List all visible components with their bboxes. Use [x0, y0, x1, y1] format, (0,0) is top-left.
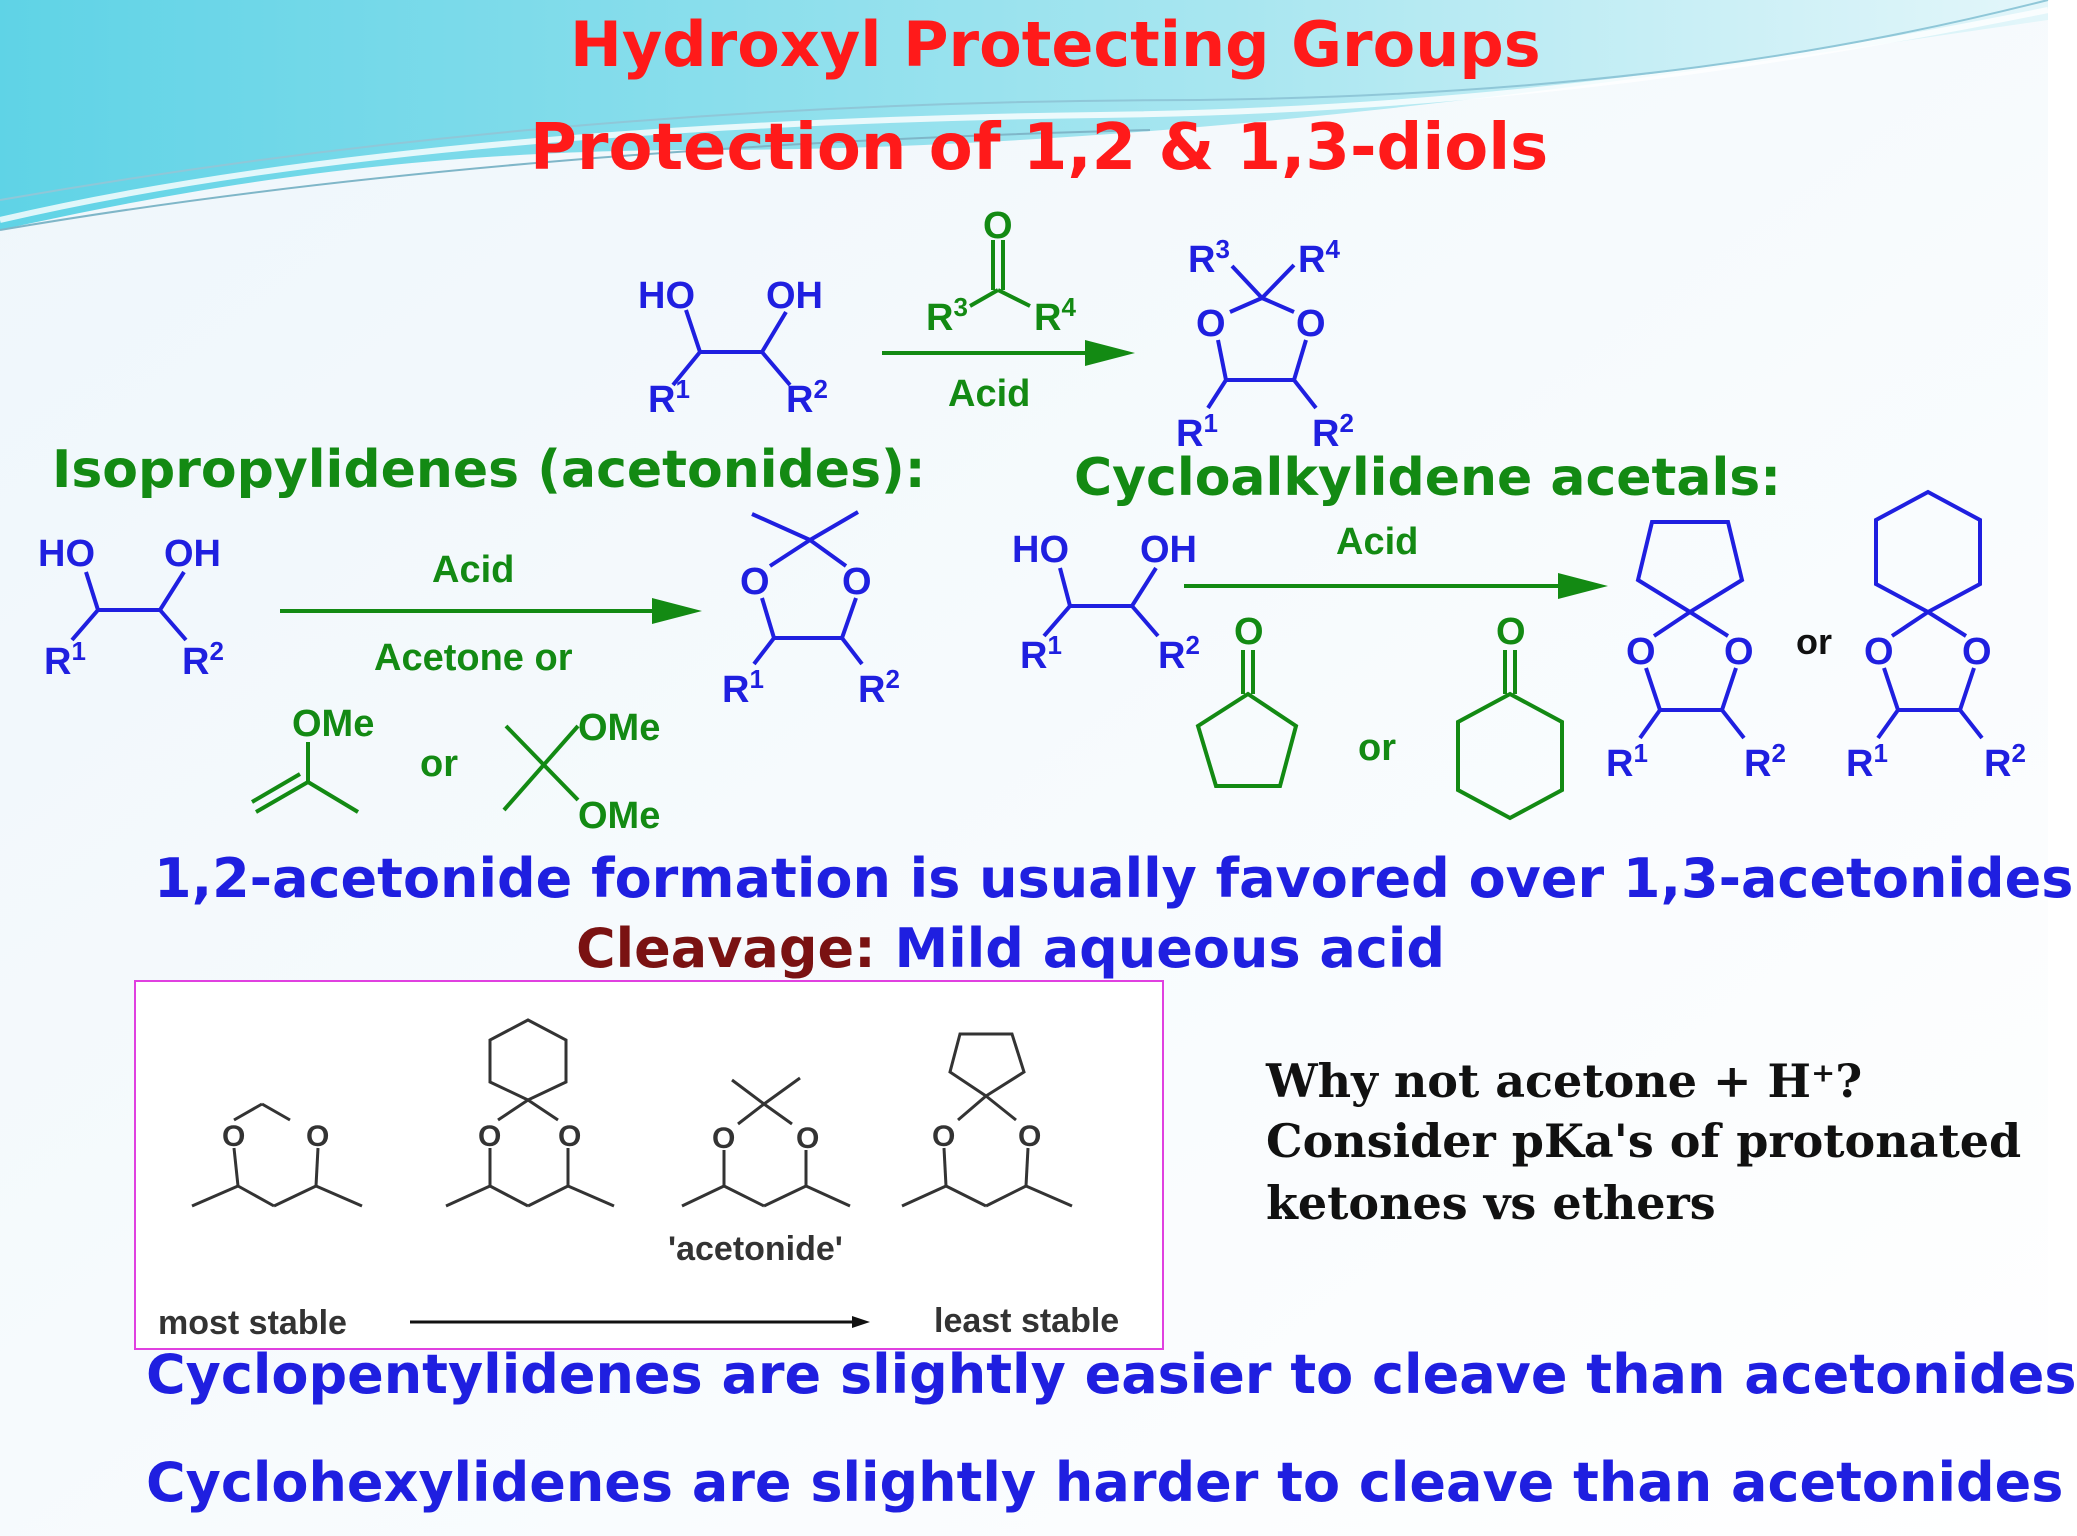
reagent-or: or [420, 743, 458, 785]
reagent-ome-2b: OMe [578, 795, 660, 837]
reagent-ome-2a: OMe [578, 707, 660, 749]
isopropylidene-heading: Isopropylidenes (acetonides): [52, 440, 926, 500]
top-diol [671, 309, 792, 387]
dioxane1-o-right: O [306, 1120, 329, 1153]
top-condition: Acid [948, 373, 1030, 415]
cyclopentanone-o: O [1234, 611, 1264, 653]
spiro5-o-right: O [1724, 631, 1754, 673]
dioxane1-o-left: O [222, 1120, 245, 1153]
cycloalkylidene-heading: Cycloalkylidene acetals: [1074, 448, 1782, 508]
cleavage-line: Cleavage: Mild aqueous acid [576, 922, 1445, 976]
cyclo-reagent-or: or [1358, 727, 1396, 769]
cyclo-diol-ho: HO [1012, 529, 1069, 571]
question-line-1: Why not acetone + H⁺? [1266, 1054, 1863, 1108]
slide-title: Hydroxyl Protecting Groups [570, 8, 1541, 81]
stability-comparison-box [134, 980, 1164, 1350]
iso-diol-ho: HO [38, 533, 95, 575]
slide-subtitle: Protection of 1,2 & 1,3-diols [530, 111, 1549, 185]
cyclopentylidene-statement: Cyclopentylidenes are slightly easier to… [146, 1343, 2077, 1406]
least-stable-label: least stable [934, 1302, 1119, 1340]
acetonide-o-right: O [842, 561, 872, 603]
dioxane4-o-right: O [1018, 1120, 1041, 1153]
acetonide-o-left: O [740, 561, 770, 603]
dioxane3-o-right: O [796, 1122, 819, 1155]
spiro5-r2: R2 [1744, 738, 1786, 785]
dioxane3-o-left: O [712, 1122, 735, 1155]
product-o-right: O [1296, 303, 1326, 345]
top-diol-ho: HO [638, 275, 695, 317]
cyclo-diol-r2: R2 [1158, 630, 1200, 677]
cleavage-label: Cleavage: [576, 917, 876, 980]
cyclo-condition: Acid [1336, 521, 1418, 563]
acetonide-statement: 1,2-acetonide formation is usually favor… [154, 847, 2074, 910]
acetonide-caption: 'acetonide' [668, 1230, 843, 1268]
question-line-3: ketones vs ethers [1266, 1176, 1716, 1230]
cyclohexanone-o: O [1496, 611, 1526, 653]
question-line-2: Consider pKa's of protonated [1266, 1114, 2022, 1168]
iso-condition-top: Acid [432, 549, 514, 591]
dioxane4-o-left: O [932, 1120, 955, 1153]
spiro6-o-left: O [1864, 631, 1894, 673]
reagent-ome-1: OMe [292, 703, 374, 745]
cyclo-product-or: or [1796, 621, 1832, 662]
spiro6-o-right: O [1962, 631, 1992, 673]
spiro5-o-left: O [1626, 631, 1656, 673]
cyclo-diol-oh: OH [1140, 529, 1197, 571]
most-stable-label: most stable [158, 1304, 347, 1342]
iso-condition-bottom: Acetone or [374, 637, 573, 679]
cleavage-text: Mild aqueous acid [894, 917, 1445, 980]
dioxane2-o-right: O [558, 1120, 581, 1153]
product-o-left: O [1196, 303, 1226, 345]
top-diol-oh: OH [766, 275, 823, 317]
iso-diol-oh: OH [164, 533, 221, 575]
reagent-oxygen: O [983, 205, 1013, 247]
cyclohexylidene-statement: Cyclohexylidenes are slightly harder to … [146, 1451, 2064, 1514]
dioxane2-o-left: O [478, 1120, 501, 1153]
